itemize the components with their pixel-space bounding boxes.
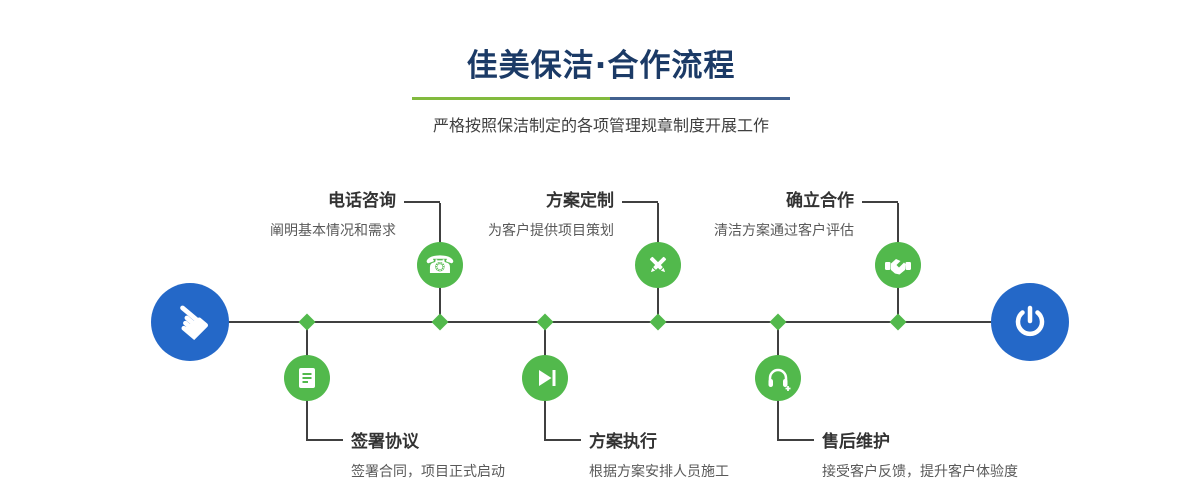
- step-label: 方案定制 为客户提供项目策划: [488, 186, 614, 240]
- step-description: 清洁方案通过客户评估: [714, 223, 854, 239]
- step-description: 根据方案安排人员施工: [589, 464, 729, 480]
- step-label: 确立合作 清洁方案通过客户评估: [714, 186, 854, 240]
- phone-icon: ☎: [425, 251, 455, 279]
- end-node: [991, 283, 1069, 361]
- step-label: 电话咨询 阐明基本情况和需求: [270, 186, 396, 240]
- step-title: 方案执行: [589, 432, 657, 452]
- connector-line: [545, 439, 581, 441]
- step-icon-circle: [635, 242, 681, 288]
- timeline-node-diamond: [889, 313, 907, 331]
- step-icon-circle: ☎: [417, 242, 463, 288]
- timeline-node-diamond: [298, 313, 316, 331]
- connector-line: [404, 201, 440, 203]
- step-title: 确立合作: [786, 191, 854, 211]
- start-node: ☚: [151, 283, 229, 361]
- step-description: 阐明基本情况和需求: [270, 223, 396, 239]
- timeline-node-diamond: [649, 313, 667, 331]
- power-icon: [1015, 305, 1045, 337]
- step-label: 售后维护 接受客户反馈，提升客户体验度: [822, 427, 1018, 481]
- document-icon: [299, 368, 315, 388]
- pointing-hand-icon: ☚: [156, 288, 224, 356]
- underline-blue-segment: [610, 97, 790, 100]
- step-title: 电话咨询: [328, 191, 396, 211]
- connector-line: [778, 439, 814, 441]
- step-icon-circle: [284, 355, 330, 401]
- connector-line: [862, 201, 898, 203]
- step-icon-circle: [875, 242, 921, 288]
- timeline-node-diamond: [431, 313, 449, 331]
- step-label: 签署协议 签署合同，项目正式启动: [351, 427, 505, 481]
- title-underline: [412, 97, 790, 100]
- timeline-node-diamond: [536, 313, 554, 331]
- underline-green-segment: [412, 97, 610, 100]
- step-description: 为客户提供项目策划: [488, 223, 614, 239]
- step-description: 签署合同，项目正式启动: [351, 464, 505, 480]
- step-description: 接受客户反馈，提升客户体验度: [822, 464, 1018, 480]
- step-title: 售后维护: [822, 432, 890, 452]
- page-subtitle: 严格按照保洁制定的各项管理规章制度开展工作: [432, 116, 769, 135]
- design-pens-icon: [649, 256, 667, 273]
- step-icon-circle: [755, 355, 801, 401]
- handshake-icon: [885, 259, 911, 275]
- step-label: 方案执行 根据方案安排人员施工: [589, 427, 729, 481]
- step-title: 方案定制: [546, 191, 614, 211]
- play-icon: [539, 370, 556, 386]
- headset-icon: [768, 368, 791, 391]
- step-title: 签署协议: [351, 432, 419, 452]
- page-title: 佳美保洁·合作流程: [466, 48, 736, 84]
- connector-line: [307, 439, 343, 441]
- step-icon-circle: [522, 355, 568, 401]
- connector-line: [622, 201, 658, 203]
- timeline-node-diamond: [769, 313, 787, 331]
- timeline-axis: [190, 321, 1030, 323]
